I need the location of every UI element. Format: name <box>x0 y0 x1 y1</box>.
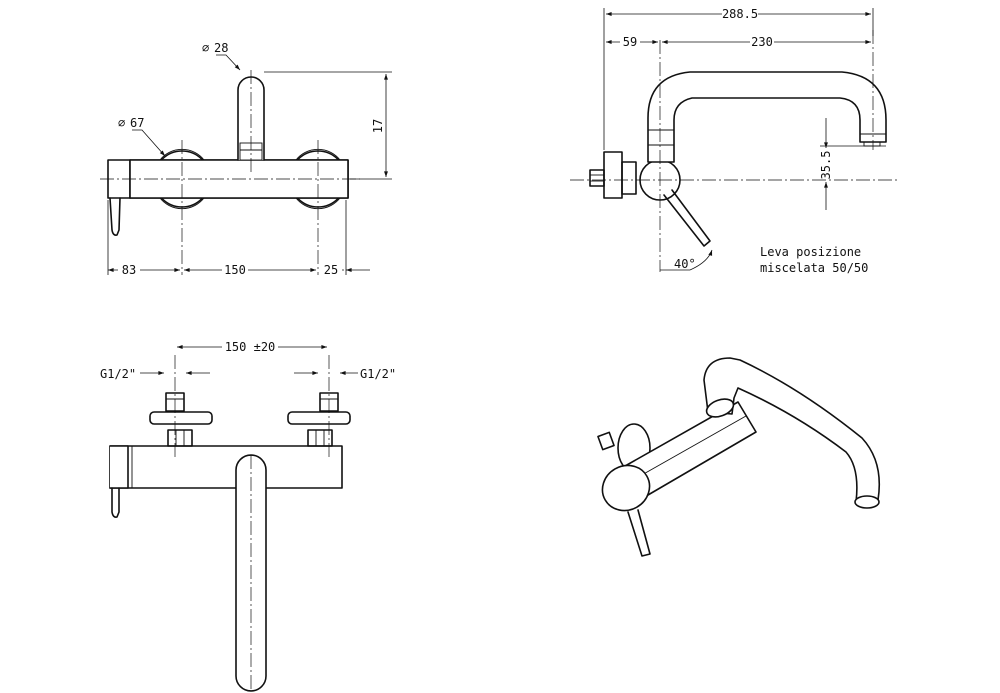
nut-right <box>307 429 333 447</box>
lever-handle <box>109 197 121 236</box>
flange-top-left <box>149 411 213 425</box>
dim-right-label: 25 <box>324 263 338 277</box>
nut-left <box>167 429 193 447</box>
front-view: 17 83 150 25 ⌀ 28 ⌀ 67 <box>100 41 392 277</box>
body-top <box>109 445 343 489</box>
wall-plate <box>603 151 623 199</box>
dim-wall-label: 59 <box>623 35 637 49</box>
dim-left-label: 83 <box>122 263 136 277</box>
spout-side <box>647 71 887 163</box>
top-view: 150 ±20 G1/2" G1/2" <box>100 339 396 692</box>
eccentric <box>621 161 637 195</box>
isometric-view <box>597 357 881 557</box>
dim-body-diameter-label: 67 <box>130 116 144 130</box>
iso-body-cap <box>601 464 651 512</box>
note-line-1: Leva posizione <box>760 245 861 259</box>
lever-cap-top <box>109 445 129 489</box>
note-line-2: miscelata 50/50 <box>760 261 868 275</box>
dim-center-label: 150 <box>224 263 246 277</box>
dim-drop-label: 35.5 <box>819 151 833 180</box>
dim-reach-label: 230 <box>751 35 773 49</box>
lever-top <box>111 487 120 518</box>
iso-spout <box>703 357 881 503</box>
iso-inlet <box>597 431 615 451</box>
thread-left-label: G1/2" <box>100 367 136 381</box>
lever-side <box>663 189 711 247</box>
dim-spout-diameter-label: 28 <box>214 41 228 55</box>
diameter-symbol-2: ⌀ <box>118 116 125 130</box>
diameter-symbol: ⌀ <box>202 41 209 55</box>
iso-lever <box>627 509 651 557</box>
dim-center-tol-label: 150 ±20 <box>225 340 276 354</box>
iso-spout-collar <box>705 398 735 418</box>
iso-aerator <box>854 495 880 509</box>
dim-height-label: 17 <box>371 119 385 133</box>
side-view: 288.5 59 230 35.5 40° Leva posizione mis… <box>570 6 900 275</box>
thread-right-label: G1/2" <box>360 367 396 381</box>
dim-angle-label: 40° <box>674 257 696 271</box>
flange-top-right <box>287 411 351 425</box>
inlet-nut <box>589 169 605 187</box>
dim-total-label: 288.5 <box>722 7 758 21</box>
